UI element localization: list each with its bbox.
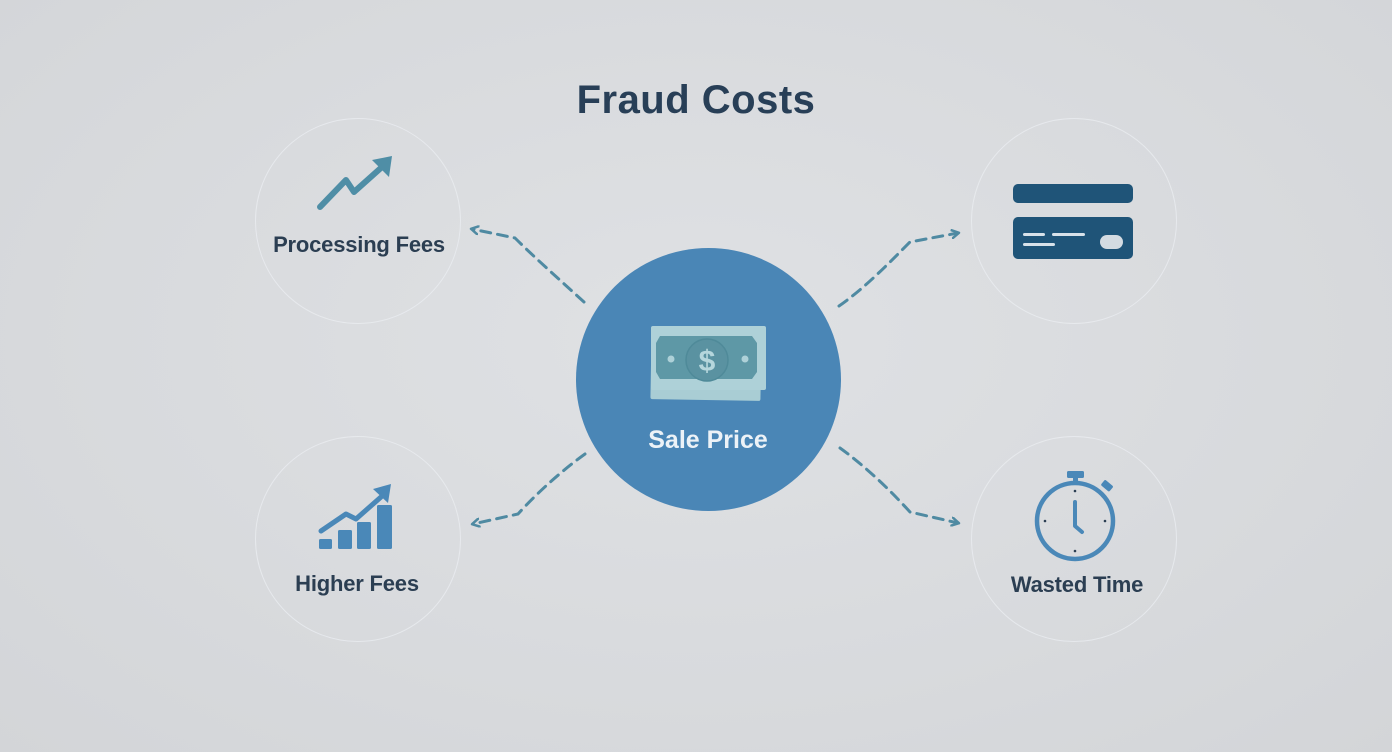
node-label-processing-fees: Processing Fees xyxy=(273,232,445,257)
node-ring-card xyxy=(971,118,1177,324)
svg-text:$: $ xyxy=(699,345,716,378)
trending-up-arrow-icon xyxy=(317,156,392,210)
node-label-wasted-time: Wasted Time xyxy=(1010,572,1144,597)
money-bill-icon: $ xyxy=(650,326,766,401)
node-ring-processing-fees xyxy=(255,118,461,324)
stopwatch-icon xyxy=(1034,471,1116,562)
node-ring-higher-fees xyxy=(255,436,461,642)
arrow-to-card xyxy=(837,233,958,308)
center-label: Sale Price xyxy=(648,426,768,454)
node-label-higher-fees: Higher Fees xyxy=(295,571,419,596)
credit-card-icon xyxy=(1013,184,1133,259)
arrow-to-wasted-time xyxy=(838,446,958,523)
bar-chart-growth-icon xyxy=(318,484,392,549)
arrow-to-higher-fees xyxy=(473,452,587,524)
page-title: Fraud Costs xyxy=(576,78,816,122)
node-ring-wasted-time xyxy=(971,436,1177,642)
arrow-to-processing-fees xyxy=(472,229,586,304)
